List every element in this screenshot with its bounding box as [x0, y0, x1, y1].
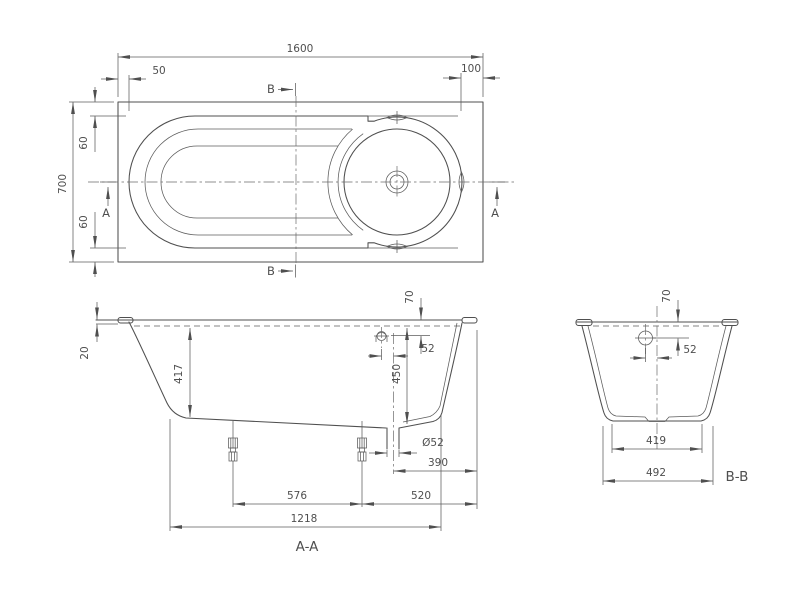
dim-rim-left: 50 [152, 65, 165, 77]
section-aa-view: 20 417 70 52 450 Ø52 390 [79, 290, 478, 555]
aa-foot-right [357, 420, 367, 508]
bb-rim-tab-left [575, 318, 593, 327]
aa-shell-right-outer [398, 322, 463, 429]
dim-rim-thickness: 20 [79, 346, 91, 359]
plan-view: 1600 50 100 700 60 60 [57, 43, 516, 278]
bb-rim-tab-right [721, 318, 739, 327]
aa-rim-tab-right [461, 316, 478, 324]
fitting-mark-right [458, 171, 465, 193]
dim-rim-bottom: 60 [78, 215, 90, 228]
section-marker-a-right: A [491, 206, 499, 220]
plan-section-markers: A A B B [100, 82, 505, 278]
section-marker-b-top: B [267, 82, 275, 96]
section-marker-b-bottom: B [267, 264, 275, 278]
plan-centerlines [88, 96, 516, 264]
dim-overall-width: 700 [57, 174, 69, 194]
dim-base-length: 1218 [291, 513, 318, 525]
section-aa-label: A-A [296, 539, 320, 555]
dim-rim-right: 100 [461, 63, 481, 75]
section-bb-label: B-B [726, 469, 749, 485]
dim-bb-overflow-offset: 52 [683, 344, 696, 356]
dim-rim-top: 60 [78, 136, 90, 149]
plan-dimensions: 1600 50 100 700 60 60 [57, 43, 500, 277]
tub-inner-opening [128, 115, 463, 249]
wall-contour-mid [144, 128, 352, 236]
section-marker-a-left: A [102, 206, 110, 220]
dim-base-outer-width: 492 [646, 467, 666, 479]
dim-drain-diameter: Ø52 [422, 437, 444, 449]
aa-shell-left-bottom [128, 321, 387, 429]
dim-base-inner-width: 419 [646, 435, 666, 447]
aa-outline [95, 316, 478, 508]
bb-dimensions: 70 52 419 492 [602, 289, 714, 485]
dim-foot-spacing: 576 [287, 490, 307, 502]
aa-shell-right-inner [402, 322, 458, 423]
dim-aa-overflow-below-rim: 70 [404, 290, 416, 303]
dim-foot-to-end: 520 [411, 490, 431, 502]
bb-shell-outer [581, 325, 733, 422]
dim-bb-overflow-below-rim: 70 [661, 289, 673, 302]
dim-overall-length: 1600 [287, 43, 314, 55]
dim-depth-drain: 450 [391, 364, 403, 384]
aa-foot-left [228, 420, 238, 508]
dim-depth-end: 417 [173, 364, 185, 384]
fitting-mark-top [386, 114, 408, 121]
dim-drain-to-end: 390 [428, 457, 448, 469]
fitting-mark-bottom [386, 243, 408, 250]
dim-aa-overflow-offset: 52 [421, 343, 434, 355]
aa-overflow [374, 327, 389, 348]
section-bb-view: 70 52 419 492 B-B [575, 289, 749, 485]
bb-shell-inner [587, 325, 727, 422]
aa-dimensions: 20 417 70 52 450 Ø52 390 [79, 290, 478, 531]
bb-outline [575, 306, 739, 449]
aa-rim-tab-left [117, 316, 134, 324]
